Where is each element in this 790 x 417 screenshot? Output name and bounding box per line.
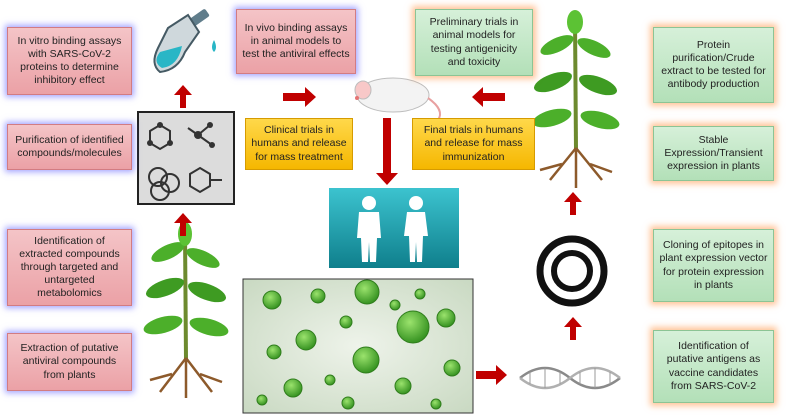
cloning-epitopes-text: Cloning of epitopes in plant expression … (659, 239, 768, 291)
preliminary-trials-box: Preliminary trials in animal models for … (415, 9, 533, 76)
plant-left-icon (143, 222, 229, 398)
final-trials-box: Final trials in humans and release for m… (412, 118, 535, 170)
stable-expression-text: Stable Expression/Transient expression i… (664, 133, 763, 173)
arrow-right-to-mouse (283, 87, 316, 107)
mouse-icon (354, 77, 441, 121)
putative-antigens-text: Identification of putative antigens as v… (666, 340, 761, 392)
arrow-up-to-molecules (174, 213, 192, 236)
cloning-epitopes-box: Cloning of epitopes in plant expression … (653, 229, 774, 302)
in-vivo-text: In vivo binding assays in animal models … (242, 21, 350, 61)
purification-compounds-box: Purification of identified compounds/mol… (7, 124, 132, 170)
in-vitro-text: In vitro binding assays with SARS-CoV-2 … (17, 34, 122, 87)
putative-antigens-box: Identification of putative antigens as v… (653, 330, 774, 403)
protein-purification-box: Protein purification/Crude extract to be… (653, 27, 774, 103)
stable-expression-box: Stable Expression/Transient expression i… (653, 126, 774, 181)
in-vivo-box: In vivo binding assays in animal models … (236, 9, 356, 74)
arrow-down-to-humans (376, 118, 398, 185)
arrow-up-to-expression (564, 192, 582, 215)
preliminary-trials-text: Preliminary trials in animal models for … (429, 16, 519, 68)
arrow-left-from-plant (472, 87, 505, 107)
dna-icon (519, 366, 621, 390)
flask-icon (153, 9, 216, 74)
arrow-right-to-dna (476, 365, 507, 385)
humans-icon (329, 188, 459, 268)
clinical-trials-box: Clinical trials in humans and release fo… (245, 118, 353, 170)
clinical-trials-text: Clinical trials in humans and release fo… (251, 124, 347, 163)
identification-compounds-box: Identification of extracted compounds th… (7, 229, 132, 306)
final-trials-text: Final trials in humans and release for m… (423, 124, 524, 163)
protein-purification-text: Protein purification/Crude extract to be… (661, 38, 766, 91)
arrow-up-to-flask (174, 85, 192, 108)
molecules-icon (137, 111, 235, 205)
plasmid-icon (536, 235, 608, 307)
identification-compounds-text: Identification of extracted compounds th… (19, 234, 120, 300)
virus-image (242, 278, 474, 414)
plant-right-icon (532, 10, 620, 188)
arrow-up-to-plasmid (564, 317, 582, 340)
in-vitro-box: In vitro binding assays with SARS-CoV-2 … (7, 27, 132, 95)
extraction-text: Extraction of putative antiviral compoun… (20, 342, 119, 381)
purification-compounds-text: Purification of identified compounds/mol… (15, 133, 124, 159)
extraction-box: Extraction of putative antiviral compoun… (7, 333, 132, 391)
